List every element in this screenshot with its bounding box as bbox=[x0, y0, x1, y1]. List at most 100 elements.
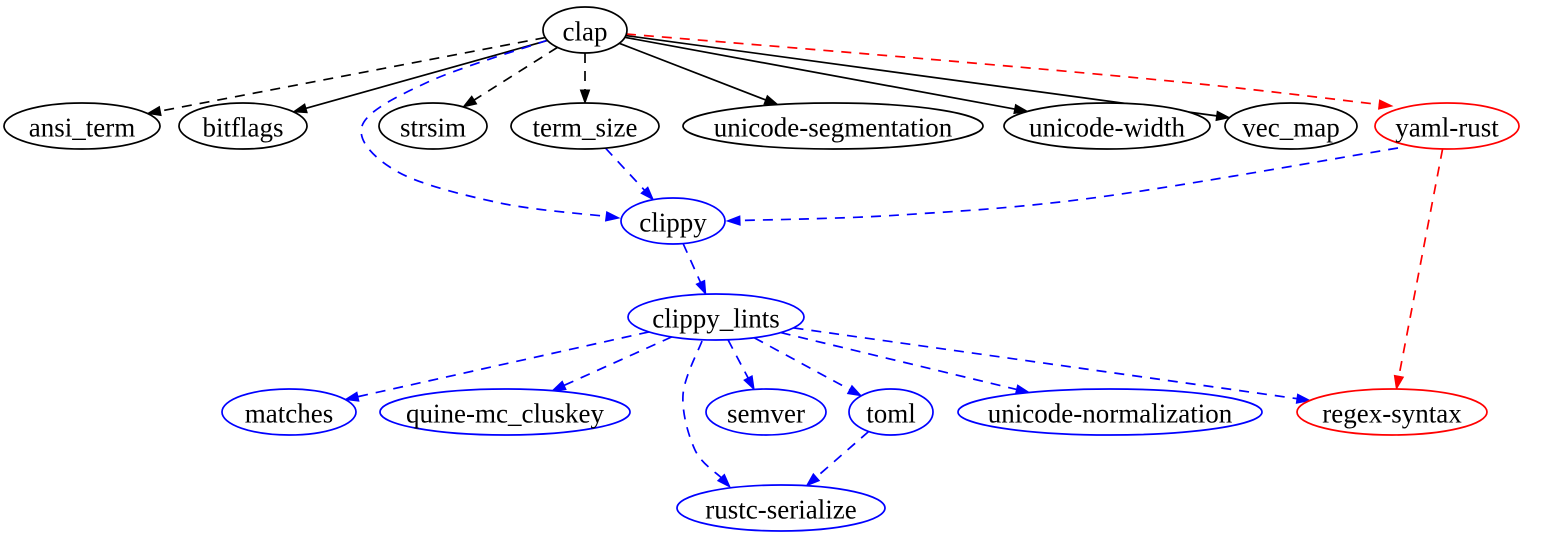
edge-line-clippy_lints-semver bbox=[727, 339, 749, 379]
node-semver: semver bbox=[705, 388, 827, 436]
node-ellipse-strsim bbox=[378, 102, 488, 150]
node-ellipse-unicode-normalization bbox=[957, 388, 1263, 436]
node-label-clap: clap bbox=[563, 17, 608, 47]
edge-clippy_lints-quine-mc_cluskey bbox=[550, 336, 673, 392]
node-ellipse-bitflags bbox=[178, 102, 308, 150]
arrowhead-icon bbox=[1377, 99, 1394, 110]
node-label-strsim: strsim bbox=[400, 113, 466, 143]
node-label-clippy_lints: clippy_lints bbox=[652, 304, 780, 334]
arrowhead-icon bbox=[579, 89, 591, 105]
node-bitflags: bitflags bbox=[178, 102, 308, 150]
edge-clap-strsim bbox=[461, 46, 558, 108]
node-ellipse-clap bbox=[542, 6, 628, 54]
node-clap: clap bbox=[542, 6, 628, 54]
edge-line-clippy_lints-toml bbox=[753, 336, 851, 391]
node-unicode-segmentation: unicode-segmentation bbox=[682, 102, 984, 150]
node-regex-syntax: regex-syntax bbox=[1296, 388, 1488, 436]
arrowhead-icon bbox=[805, 472, 821, 487]
edge-clippy_lints-rustc-serialize bbox=[682, 340, 732, 489]
node-matches: matches bbox=[221, 388, 357, 436]
node-label-vec_map: vec_map bbox=[1242, 113, 1339, 143]
edge-clippy_lints-matches bbox=[343, 331, 650, 402]
edge-toml-rustc-serialize bbox=[805, 430, 870, 487]
node-ellipse-clippy bbox=[620, 197, 726, 245]
node-ellipse-unicode-segmentation bbox=[682, 102, 984, 150]
node-label-semver: semver bbox=[727, 399, 805, 429]
edge-yaml-rust-clippy bbox=[725, 147, 1399, 226]
edge-line-clippy-clippy_lints bbox=[682, 243, 702, 283]
node-toml: toml bbox=[848, 388, 934, 436]
edge-clap-unicode-width bbox=[624, 36, 1029, 115]
edge-clippy_lints-unicode-normalization bbox=[780, 331, 1031, 395]
edge-line-clap-unicode-segmentation bbox=[618, 42, 766, 101]
arrowhead-icon bbox=[695, 279, 707, 296]
arrowhead-icon bbox=[461, 95, 478, 108]
edge-clippy_lints-toml bbox=[753, 336, 863, 397]
arrowhead-icon bbox=[640, 186, 655, 201]
node-ellipse-toml bbox=[848, 388, 934, 436]
edge-line-clap-strsim bbox=[473, 46, 558, 101]
arrowhead-icon bbox=[550, 380, 567, 392]
edge-clap-ansi_term bbox=[146, 36, 546, 117]
node-unicode-width: unicode-width bbox=[1003, 102, 1211, 150]
node-ellipse-clippy_lints bbox=[627, 293, 805, 341]
edge-line-clap-ansi_term bbox=[160, 36, 546, 112]
node-ellipse-ansi_term bbox=[3, 102, 161, 150]
edge-clap-yaml-rust bbox=[625, 33, 1394, 110]
node-ansi_term: ansi_term bbox=[3, 102, 161, 150]
node-ellipse-unicode-width bbox=[1003, 102, 1211, 150]
arrowhead-icon bbox=[763, 94, 780, 106]
edge-clippy-clippy_lints bbox=[682, 243, 707, 296]
node-label-clippy: clippy bbox=[639, 208, 707, 238]
node-strsim: strsim bbox=[378, 102, 488, 150]
arrowhead-icon bbox=[1393, 374, 1405, 391]
arrowhead-icon bbox=[716, 473, 732, 489]
edge-line-clippy_lints-matches bbox=[357, 331, 650, 398]
node-ellipse-semver bbox=[705, 388, 827, 436]
node-term_size: term_size bbox=[510, 102, 660, 150]
edge-line-term_size-clippy bbox=[604, 147, 646, 191]
edge-line-clap-yaml-rust bbox=[625, 33, 1380, 106]
edge-line-yaml-rust-regex-syntax bbox=[1398, 148, 1444, 377]
node-label-unicode-width: unicode-width bbox=[1029, 113, 1185, 143]
edge-line-toml-rustc-serialize bbox=[815, 430, 870, 478]
arrowhead-icon bbox=[1215, 110, 1232, 122]
node-clippy: clippy bbox=[620, 197, 726, 245]
arrowhead-icon bbox=[725, 215, 741, 226]
edge-clap-clippy bbox=[360, 39, 621, 222]
node-label-regex-syntax: regex-syntax bbox=[1322, 399, 1462, 429]
node-quine-mc_cluskey: quine-mc_cluskey bbox=[379, 388, 631, 436]
node-yaml-rust: yaml-rust bbox=[1374, 102, 1520, 150]
arrowhead-icon bbox=[604, 211, 621, 222]
edge-term_size-clippy bbox=[604, 147, 655, 201]
node-ellipse-vec_map bbox=[1224, 102, 1358, 150]
node-label-unicode-segmentation: unicode-segmentation bbox=[714, 113, 953, 143]
arrowhead-icon bbox=[1295, 393, 1312, 404]
arrowhead-icon bbox=[343, 391, 360, 402]
node-ellipse-regex-syntax bbox=[1296, 388, 1488, 436]
arrowhead-icon bbox=[1013, 103, 1029, 115]
node-ellipse-matches bbox=[221, 388, 357, 436]
arrowhead-icon bbox=[146, 105, 162, 117]
edge-clippy_lints-regex-syntax bbox=[793, 327, 1312, 404]
node-label-bitflags: bitflags bbox=[203, 113, 284, 143]
node-label-quine-mc_cluskey: quine-mc_cluskey bbox=[406, 399, 604, 429]
node-label-toml: toml bbox=[866, 399, 916, 429]
edge-clippy_lints-semver bbox=[727, 339, 755, 391]
edge-line-yaml-rust-clippy bbox=[739, 147, 1399, 222]
node-rustc-serialize: rustc-serialize bbox=[676, 484, 886, 532]
edge-line-clippy_lints-unicode-normalization bbox=[780, 331, 1017, 391]
node-ellipse-yaml-rust bbox=[1374, 102, 1520, 150]
edge-line-clap-bitflags bbox=[305, 39, 548, 110]
node-label-unicode-normalization: unicode-normalization bbox=[988, 399, 1233, 429]
edge-line-clap-unicode-width bbox=[624, 36, 1015, 110]
node-label-term_size: term_size bbox=[533, 113, 638, 143]
edge-line-clippy_lints-rustc-serialize bbox=[682, 340, 722, 479]
node-ellipse-rustc-serialize bbox=[676, 484, 886, 532]
node-clippy_lints: clippy_lints bbox=[627, 293, 805, 341]
node-vec_map: vec_map bbox=[1224, 102, 1358, 150]
edge-yaml-rust-regex-syntax bbox=[1393, 148, 1444, 391]
